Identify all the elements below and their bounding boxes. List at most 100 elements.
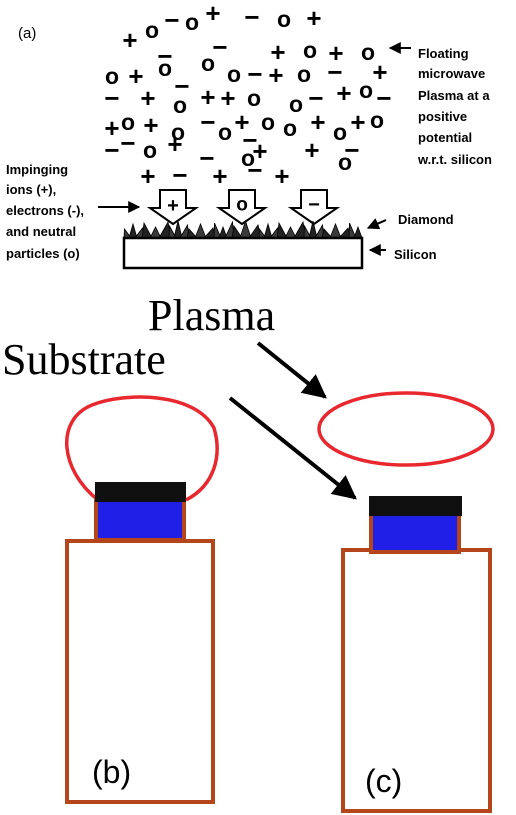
diamond-crystallite-22: [276, 221, 288, 239]
neutral-particle-10: o: [201, 50, 215, 76]
neutral-particle-22: o: [227, 61, 241, 87]
positive-ion-58: +: [304, 135, 319, 165]
diamond-crystallite-2: [128, 222, 138, 239]
positive-ion-62: +: [212, 161, 227, 191]
electron-49: −: [104, 135, 119, 165]
positive-ion-12: +: [270, 37, 285, 67]
positive-ion-60: +: [140, 161, 155, 191]
electron-59: −: [344, 135, 359, 165]
electron-52: −: [199, 143, 214, 173]
diamond-crystallite-32: [353, 225, 363, 239]
neutral-particle-50: o: [143, 137, 157, 163]
impinging-arrow-electron: −: [287, 189, 341, 226]
neutral-particle-57: o: [283, 115, 297, 141]
panel-a-tag: (a): [18, 25, 36, 42]
positive-ion-36: +: [336, 78, 351, 108]
substrate-holder-c: [341, 548, 492, 813]
plasma-title: Plasma: [148, 291, 275, 340]
diamond-label: Diamond: [398, 212, 454, 227]
plasma-label-line-6: w.r.t. silicon: [417, 152, 492, 167]
electron-42: −: [200, 107, 215, 137]
impinging-label-line-4: and neutral: [6, 224, 76, 239]
positive-ion-5: +: [205, 0, 220, 28]
neutral-particle-13: o: [303, 37, 317, 63]
electron-54: −: [242, 125, 257, 155]
neutral-particle-46: o: [333, 119, 347, 145]
positive-ion-40: +: [143, 110, 158, 140]
plasma-label: Floating microwave Plasma at a positive …: [417, 46, 492, 167]
impinging-label-line-2: ions (+),: [6, 182, 56, 197]
neutral-particle-34: o: [289, 91, 303, 117]
positive-ion-51: +: [167, 129, 182, 159]
positive-ion-64: +: [274, 161, 289, 191]
substrate-sample-c: [369, 510, 461, 554]
plasma-ball-b: [65, 395, 219, 502]
neutral-particle-25: o: [297, 61, 311, 87]
panel-bc: Plasma Substrate (b) (c): [2, 291, 495, 813]
silicon-substrate: [122, 236, 364, 270]
positive-ion-56: +: [252, 136, 267, 166]
impinging-label: Impinging ions (+), electrons (-), and n…: [6, 162, 84, 261]
diamond-cap-b: [95, 482, 186, 502]
electron-26: −: [327, 57, 342, 87]
panel-b: (b): [65, 395, 219, 804]
diamond-crystallite-5: [149, 226, 162, 239]
neutral-particle-31: o: [173, 92, 187, 118]
positive-ion-18: +: [128, 61, 143, 91]
plasma-pointer-arrow: [256, 341, 327, 399]
neutral-particle-41: o: [171, 119, 185, 145]
neutral-particle-55: o: [241, 145, 255, 171]
neutral-particle-4: o: [185, 9, 199, 35]
neutral-particle-33: o: [247, 85, 261, 111]
diamond-crystallite-23: [284, 226, 297, 239]
positive-ion-14: +: [328, 38, 343, 68]
electron-29: −: [104, 83, 119, 113]
neutral-particle-48: o: [370, 107, 384, 133]
positive-ion-30: +: [140, 83, 155, 113]
neutral-particle-7: o: [277, 6, 291, 32]
diamond-label-arrow: [366, 218, 387, 230]
plasma-label-line-1: Floating: [418, 46, 469, 61]
plasma-ball-c: [317, 391, 495, 467]
impinging-arrow-neutral: o: [215, 189, 269, 226]
plasma-label-line-3: Plasma at a: [418, 88, 490, 103]
electron-61: −: [172, 160, 187, 190]
neutral-particle-53: o: [218, 119, 232, 145]
neutral-particle-19: o: [158, 55, 172, 81]
impinging-arrow-ion: +: [146, 189, 200, 226]
positive-ion-24: +: [268, 60, 283, 90]
substrate-pointer-arrow: [228, 396, 357, 500]
electron-23: −: [247, 59, 262, 89]
positive-ion-32: +: [220, 83, 235, 113]
electron-63: −: [247, 155, 262, 185]
substrate-sample-b: [94, 498, 186, 542]
neutral-particle-15: o: [361, 39, 375, 65]
neutral-particle-38: o: [121, 109, 135, 135]
electron-20: −: [174, 71, 189, 101]
panel-b-tag: (b): [92, 754, 131, 790]
positive-ion-8: +: [306, 3, 321, 33]
substrate-title: Substrate: [2, 335, 166, 384]
positive-ion-16: +: [372, 57, 387, 87]
panel-c-tag: (c): [365, 763, 402, 799]
neutral-particle-44: o: [261, 109, 275, 135]
electron-28: −: [376, 83, 391, 113]
neutral-particle-27: o: [359, 77, 373, 103]
positive-ion-21: +: [200, 82, 215, 112]
neutral-particle-65: o: [338, 149, 352, 175]
electron-39: −: [120, 128, 135, 158]
plasma-label-line-2: microwave: [418, 66, 485, 81]
electron-6: −: [244, 2, 259, 32]
impinging-ion-symbol: +: [167, 195, 179, 217]
impinging-label-line-3: electrons (-),: [6, 203, 84, 218]
impinging-label-line-1: Impinging: [6, 162, 68, 177]
electron-11: −: [212, 32, 227, 62]
positive-ion-47: +: [350, 107, 365, 137]
electron-35: −: [308, 83, 323, 113]
impinging-label-line-5: particles (o): [6, 246, 80, 261]
plasma-label-line-5: potential: [418, 130, 472, 145]
diamond-crystallite-20: [263, 222, 273, 239]
electron-3: −: [164, 5, 179, 35]
neutral-particle-2: o: [145, 17, 159, 43]
